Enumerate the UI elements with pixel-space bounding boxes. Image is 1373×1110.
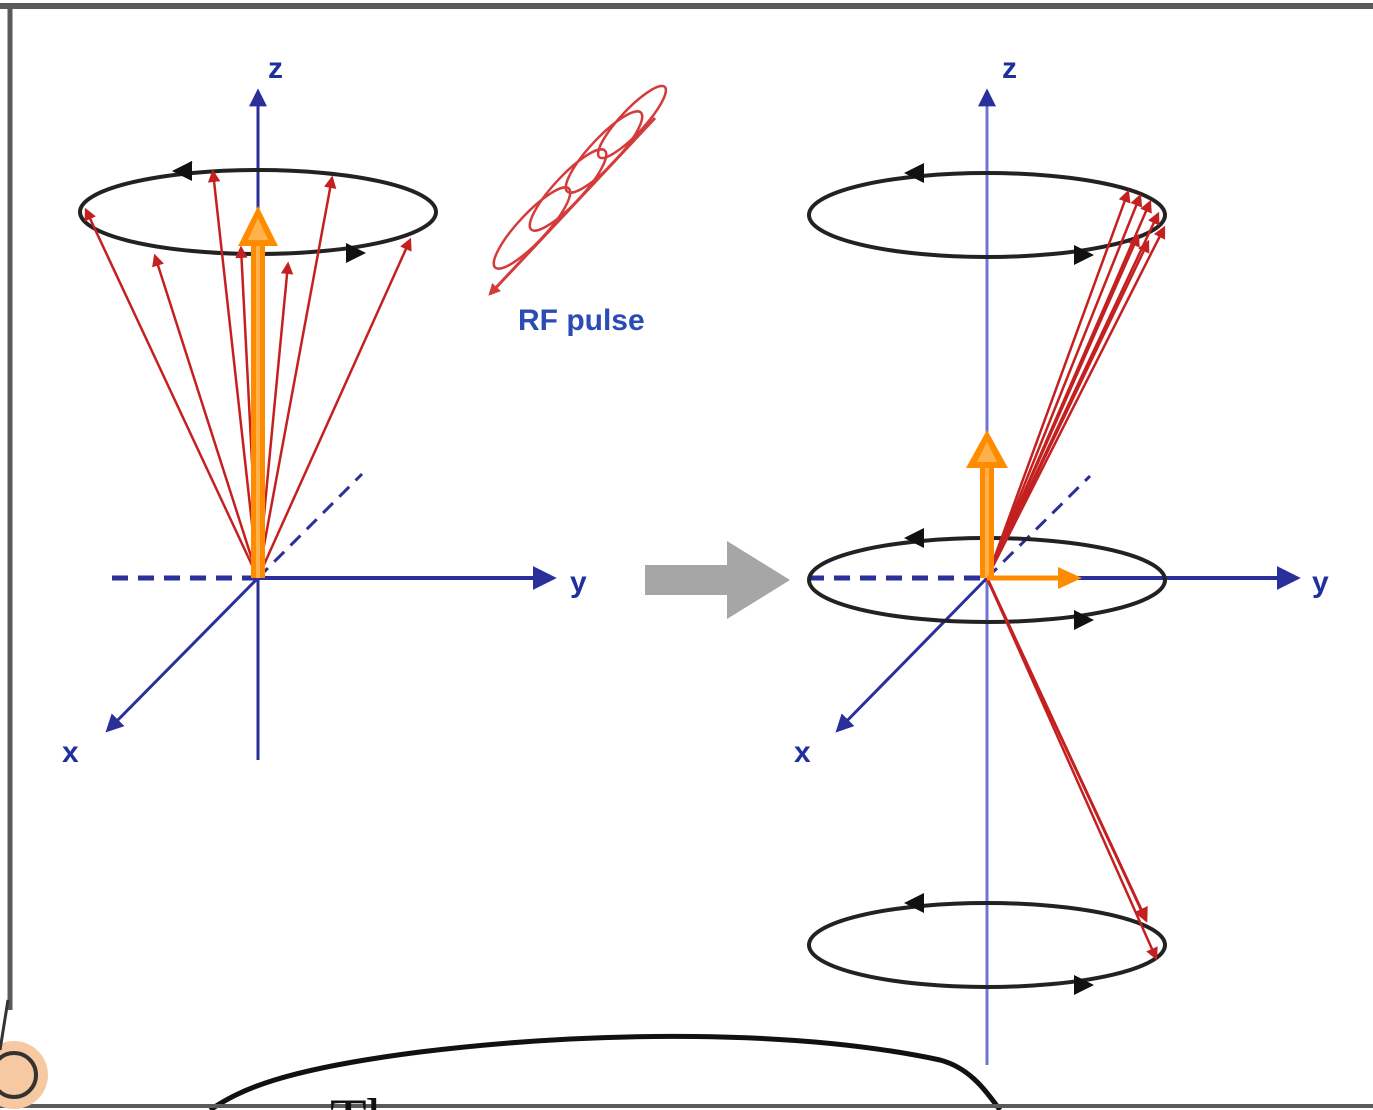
rf-pulse-label: RF pulse <box>518 304 645 337</box>
rf-wave-loops <box>492 84 668 270</box>
spin-vector <box>985 193 1143 579</box>
right-x-axis <box>835 576 989 733</box>
right-down-spin-vectors <box>985 577 1158 961</box>
left-x-axis <box>105 576 260 733</box>
right-top-ring <box>807 171 1167 259</box>
left-x-label: x <box>62 736 79 769</box>
right-bottom-ring-arrow <box>904 893 924 913</box>
right-middle-ring-arrow <box>904 528 924 548</box>
left-z-label: z <box>268 52 283 85</box>
corner-logo-fragment <box>0 999 48 1109</box>
bottom-shape: Th <box>0 1033 1373 1110</box>
right-top-ring-arrow-2 <box>1074 245 1094 265</box>
left-panel: z y x <box>62 52 587 769</box>
right-transverse-magnetization-arrow <box>987 567 1082 589</box>
right-spin-vector-bundle <box>985 189 1166 579</box>
spin-vector <box>985 189 1131 579</box>
right-y-label: y <box>1312 566 1329 599</box>
spin-vector <box>207 169 260 579</box>
transition-arrow <box>645 541 790 619</box>
left-y-label: y <box>570 566 587 599</box>
right-x-label: x <box>794 736 811 769</box>
right-bottom-ring-arrow-2 <box>1074 975 1094 995</box>
spin-vector <box>985 239 1150 579</box>
footer-partial-text: Th <box>330 1087 397 1110</box>
left-ring-arrow-top-head <box>172 161 192 181</box>
frame <box>0 3 1373 1010</box>
spin-vector <box>256 175 337 579</box>
spin-vector <box>84 207 260 579</box>
rf-pulse: RF pulse <box>488 84 668 337</box>
spin-vector <box>152 253 260 579</box>
right-x-axis-dashed <box>985 474 1092 580</box>
right-net-magnetization-arrow <box>966 430 1008 578</box>
spin-vector <box>985 577 1158 961</box>
left-net-magnetization-arrow <box>238 206 278 578</box>
right-z-label: z <box>1002 52 1017 85</box>
spin-vector <box>985 225 1166 579</box>
left-ring-arrow-bottom-head <box>346 243 366 263</box>
right-middle-ring-arrow-2 <box>1074 610 1094 630</box>
right-panel: z y x <box>794 52 1329 1065</box>
spin-vector <box>985 233 1140 579</box>
right-bottom-ring <box>807 901 1167 989</box>
spin-vector <box>256 237 412 579</box>
right-top-ring-arrow <box>904 163 924 183</box>
left-x-axis-dashed <box>256 472 364 580</box>
